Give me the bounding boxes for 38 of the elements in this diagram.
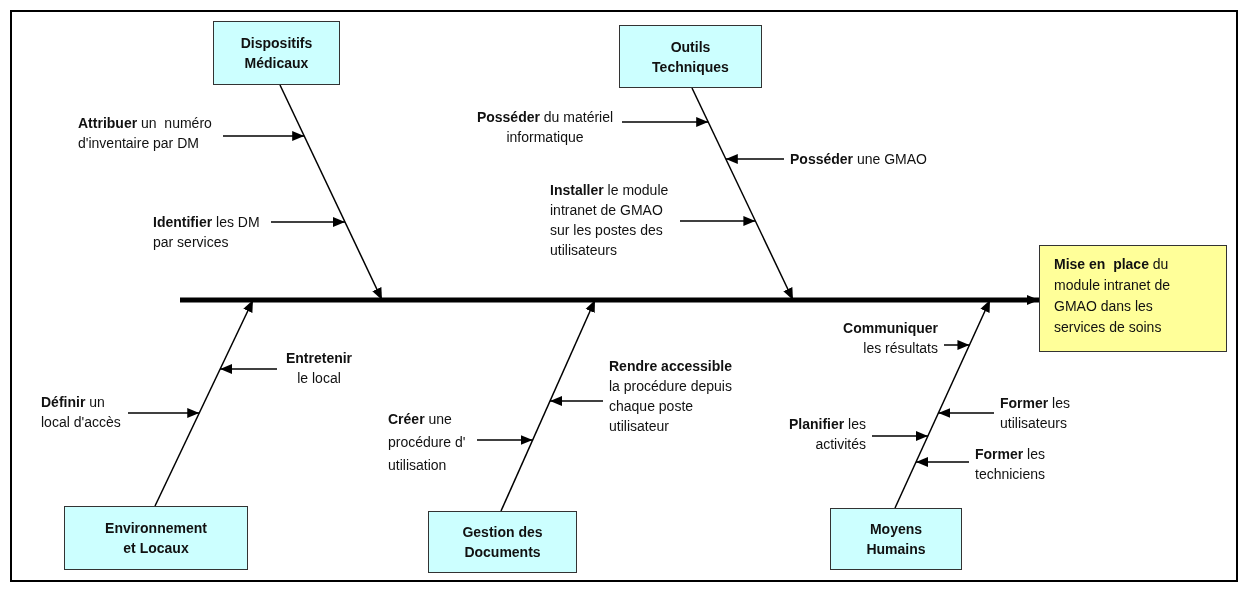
arrow [500, 299, 596, 512]
cause-text: Entretenir le local [283, 348, 355, 388]
arrow [476, 435, 534, 445]
cause-text: Planifier les activités [784, 414, 866, 454]
cause-text: Identifier les DM par services [153, 212, 265, 252]
arrow [937, 408, 995, 418]
arrow [691, 87, 794, 301]
arrow [154, 299, 254, 507]
arrow [270, 217, 346, 227]
cause-text: Installer le module intranet de GMAO sur les postes des utilisateurs [550, 180, 674, 260]
cause-text: Former les techniciens [975, 444, 1050, 484]
category-box: Gestion des Documents [428, 511, 577, 573]
spine-arrow [180, 295, 1039, 305]
cause-text: Former les utilisateurs [1000, 393, 1075, 433]
cause-text: Définir un local d'accès [41, 392, 122, 432]
arrow [222, 131, 305, 141]
category-box: Dispositifs Médicaux [213, 21, 340, 85]
arrow [679, 216, 757, 226]
cause-text: Attribuer un numéro d'inventaire par DM [78, 113, 217, 153]
arrow [549, 396, 604, 406]
arrow [894, 299, 991, 509]
cause-text: Communiquer les résultats [838, 318, 938, 358]
cause-text: Posséder une GMAO [790, 149, 928, 169]
category-box: Outils Techniques [619, 25, 762, 88]
arrow [219, 364, 278, 374]
category-box: Environnement et Locaux [64, 506, 248, 570]
arrow [725, 154, 785, 164]
cause-text: Créer une procédure d' utilisation [388, 408, 471, 477]
arrow [943, 340, 971, 350]
cause-text: Rendre accessible la procédure depuis chaque poste utilisateur [609, 356, 737, 436]
effect-box: Mise en place du module intranet de GMAO dans les services de soins [1039, 245, 1227, 352]
cause-text: Posséder du matériel informatique [474, 107, 616, 147]
arrow [915, 457, 970, 467]
category-box: Moyens Humains [830, 508, 962, 570]
arrow [621, 117, 709, 127]
arrow [279, 84, 383, 301]
arrow [127, 408, 200, 418]
arrow [871, 431, 929, 441]
